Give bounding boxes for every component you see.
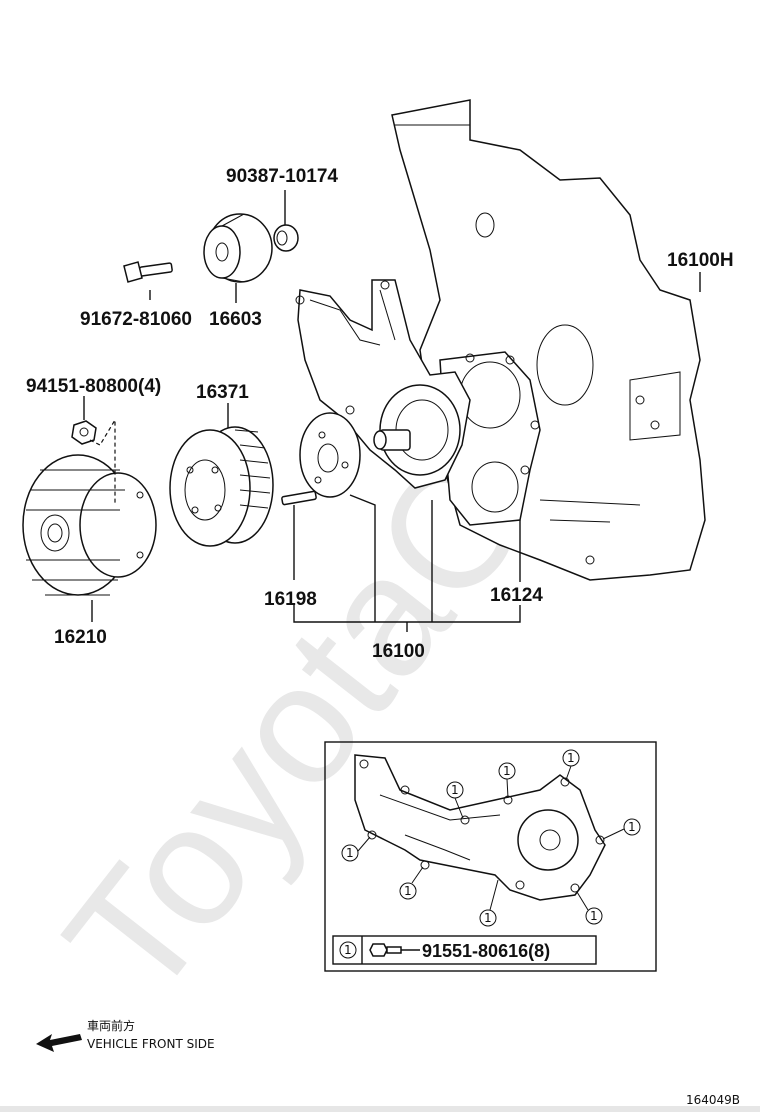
legend-part-number: 91551-80616(8)	[422, 941, 550, 961]
label-16198: 16198	[264, 589, 317, 610]
front-arrow-icon	[36, 1034, 82, 1052]
label-16371: 16371	[196, 382, 249, 403]
figure-id: 164049B	[686, 1093, 740, 1107]
bolt-location-inset: 1 1 1 1 1 1 1 1 1 91551-80616(8)	[324, 741, 657, 972]
bottom-bar	[0, 1106, 760, 1112]
inset-callouts: 1 1 1 1 1 1 1 1	[341, 749, 641, 927]
label-90387-10174: 90387-10174	[226, 166, 338, 187]
label-16100H: 16100H	[667, 250, 734, 271]
direction-japanese: 車両前方	[87, 1018, 135, 1033]
label-16603: 16603	[209, 309, 262, 330]
fan-clutch-nut	[71, 420, 97, 445]
label-16124: 16124	[490, 585, 543, 606]
idler-pulley	[203, 213, 273, 283]
callout-number: 1	[451, 783, 459, 797]
water-pump-pulley	[169, 426, 274, 547]
leader-lines	[83, 190, 701, 632]
legend-callout: 1	[344, 943, 352, 957]
fan-clutch	[22, 454, 157, 596]
callout-number: 1	[503, 764, 511, 778]
pulley-bolt	[123, 261, 173, 283]
stud-bolt	[281, 490, 317, 506]
label-94151-80800: 94151-80800(4)	[26, 376, 161, 397]
callout-number: 1	[484, 911, 492, 925]
label-91672-81060: 91672-81060	[80, 309, 192, 330]
callout-number: 1	[628, 820, 636, 834]
pump-flange	[299, 412, 361, 498]
label-16210: 16210	[54, 627, 107, 648]
water-pump-assembly	[295, 279, 471, 489]
callout-number: 1	[404, 884, 412, 898]
label-16100: 16100	[372, 641, 425, 662]
callout-number: 1	[346, 846, 354, 860]
callout-number: 1	[567, 751, 575, 765]
callout-number: 1	[590, 909, 598, 923]
vehicle-front-indicator: 車両前方 VEHICLE FRONT SIDE	[36, 1018, 215, 1052]
inset-legend: 1 91551-80616(8)	[332, 935, 597, 965]
direction-english: VEHICLE FRONT SIDE	[87, 1037, 215, 1051]
spacer-collar	[273, 224, 299, 252]
